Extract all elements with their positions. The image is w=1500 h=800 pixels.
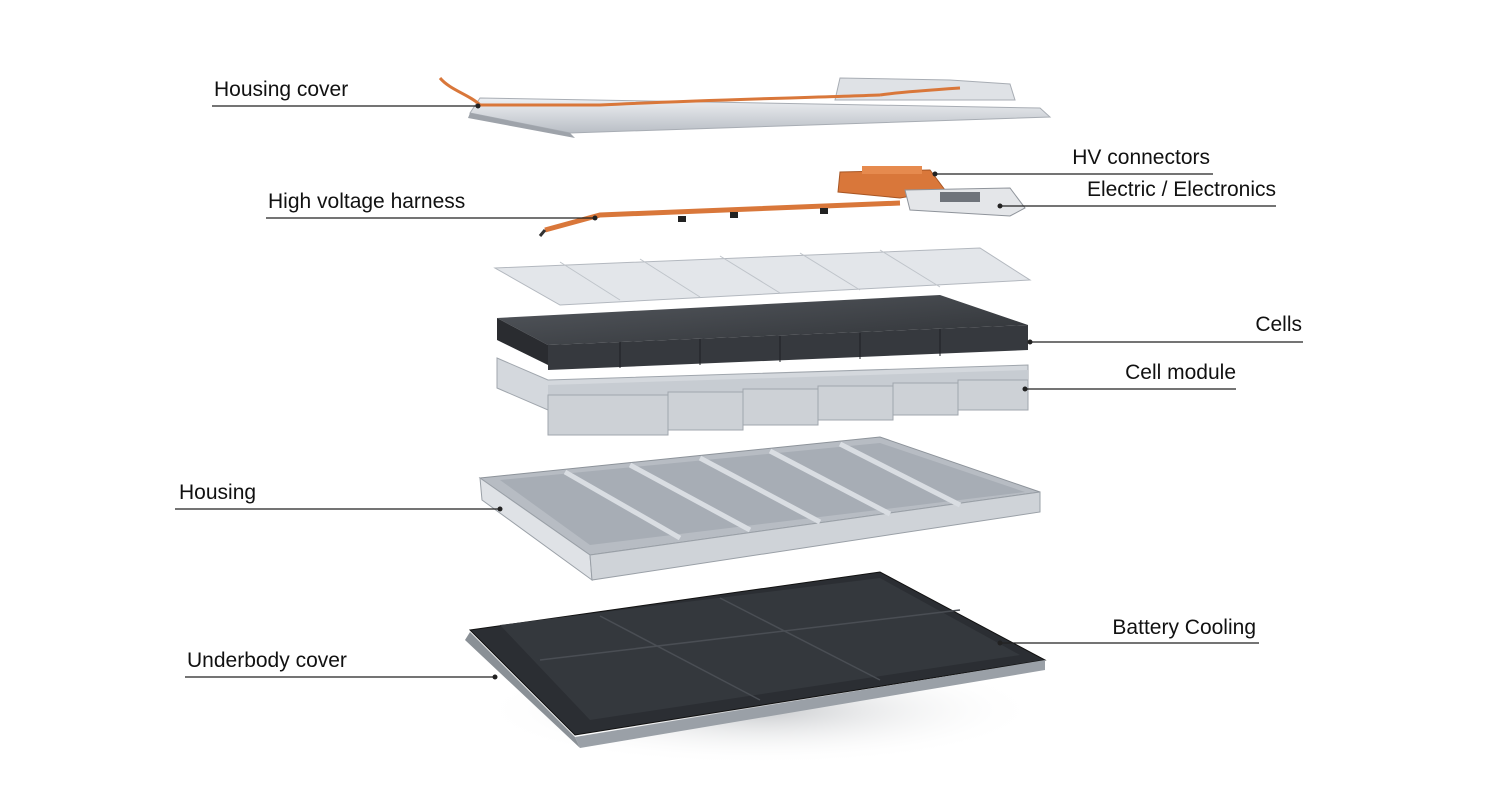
label-high-voltage-harness: High voltage harness xyxy=(268,190,466,213)
label-battery-cooling: Battery Cooling xyxy=(1112,616,1256,639)
label-housing: Housing xyxy=(179,481,257,504)
label-cells: Cells xyxy=(1255,313,1302,336)
label-housing-cover: Housing cover xyxy=(214,78,349,101)
high-voltage-harness-part xyxy=(538,200,901,237)
housing-cover-part xyxy=(438,76,1052,138)
label-underbody-cover: Underbody cover xyxy=(187,649,347,672)
leader-lines xyxy=(175,105,1303,678)
cell-plates-part xyxy=(493,247,1032,306)
label-cell-module: Cell module xyxy=(1125,361,1236,384)
housing-part xyxy=(478,436,1041,582)
leader-dots xyxy=(475,103,1033,680)
electric-electronics-part xyxy=(904,187,1026,217)
label-electric-electronics: Electric / Electronics xyxy=(1086,178,1276,201)
cell-module-part xyxy=(496,357,1029,436)
underbody-cover-part xyxy=(465,632,1045,748)
battery-cooling-part xyxy=(468,571,1047,765)
label-hv-connectors: HV connectors xyxy=(1072,146,1210,169)
cells-part xyxy=(497,295,1028,370)
